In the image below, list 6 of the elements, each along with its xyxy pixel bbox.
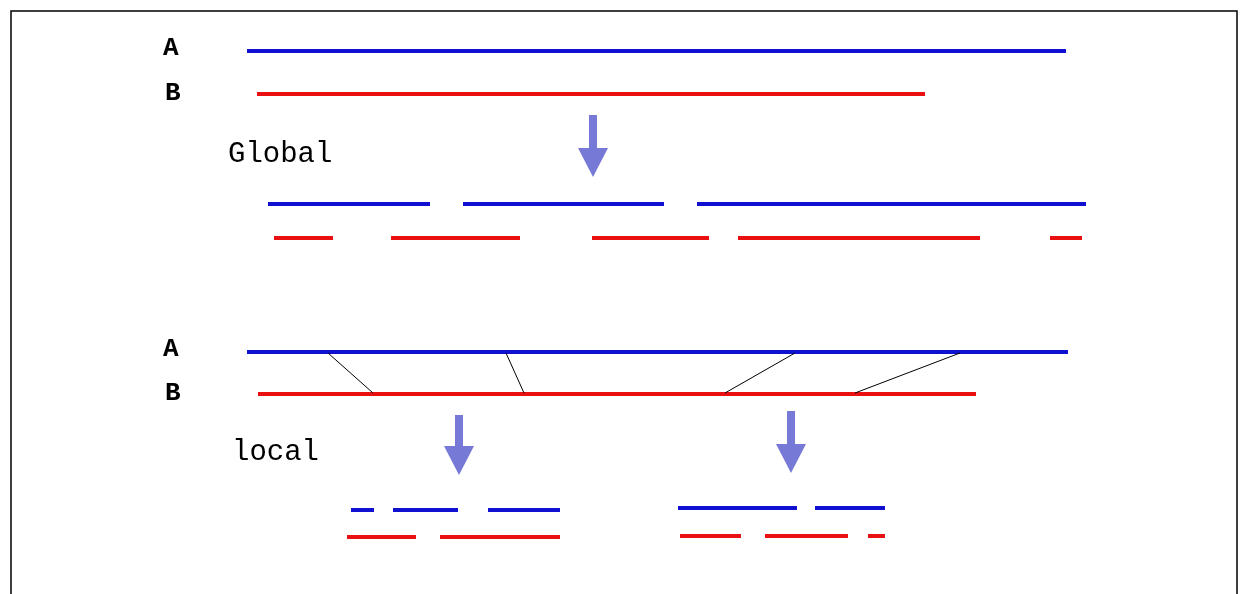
text-label: A bbox=[163, 35, 179, 61]
text-label: A bbox=[163, 336, 179, 362]
text-label: B bbox=[165, 80, 181, 106]
text-label: Global bbox=[228, 140, 333, 169]
text-label: local bbox=[232, 438, 319, 467]
text-label: B bbox=[165, 380, 181, 406]
